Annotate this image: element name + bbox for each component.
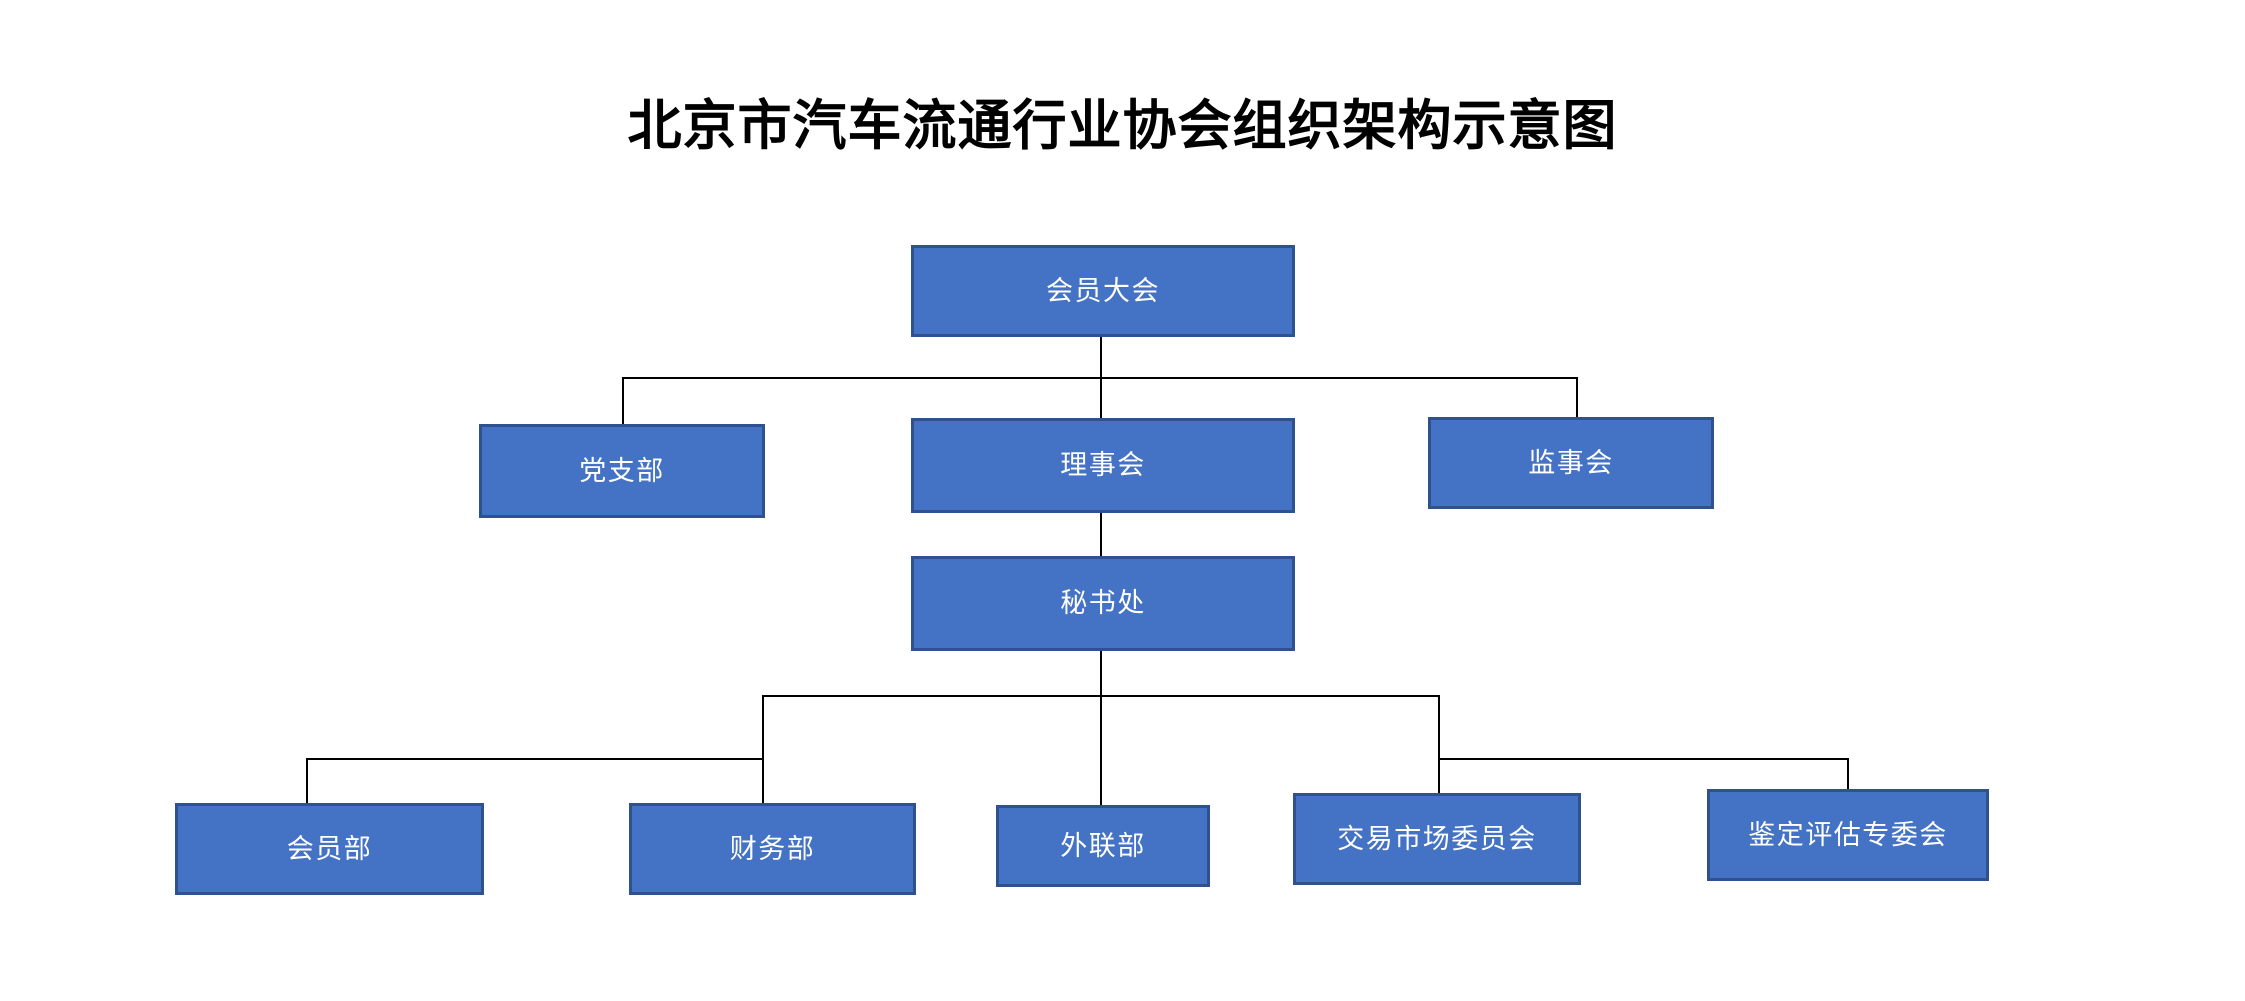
page-title: 北京市汽车流通行业协会组织架构示意图 — [627, 94, 1618, 157]
node-finance-dept[interactable]: 财务部 — [629, 803, 916, 895]
connector-tier4-outer-bus-right — [1438, 758, 1848, 760]
connector-drop-board-directors — [1100, 377, 1102, 419]
node-board-supervisors[interactable]: 监事会 — [1428, 417, 1714, 509]
connector-drop-board-supervisors — [1576, 377, 1578, 418]
node-liaison-dept[interactable]: 外联部 — [996, 805, 1210, 887]
node-membership-dept[interactable]: 会员部 — [175, 803, 484, 895]
connector-inner-left-riser — [762, 695, 764, 759]
connector-directors-to-secretariat — [1100, 513, 1102, 557]
node-board-directors[interactable]: 理事会 — [911, 418, 1295, 513]
node-label: 监事会 — [1528, 447, 1614, 478]
node-secretariat[interactable]: 秘书处 — [911, 556, 1295, 651]
connector-assembly-stem — [1100, 336, 1102, 378]
connector-tier4-outer-bus-left — [306, 758, 764, 760]
connector-drop-party-branch — [622, 377, 624, 425]
node-label: 财务部 — [729, 833, 816, 864]
connector-drop-membership-dept — [306, 758, 308, 804]
node-label: 会员大会 — [1046, 275, 1160, 306]
node-general-assembly[interactable]: 会员大会 — [911, 245, 1295, 337]
node-label: 党支部 — [579, 455, 665, 486]
connector-inner-right-riser — [1438, 695, 1440, 759]
connector-drop-appraisal-committee — [1847, 758, 1849, 794]
connector-secretariat-stem — [1100, 651, 1102, 696]
connector-drop-finance-dept — [762, 758, 764, 804]
node-label: 理事会 — [1060, 450, 1146, 481]
node-party-branch[interactable]: 党支部 — [479, 424, 765, 518]
node-label: 交易市场委员会 — [1337, 823, 1537, 854]
node-appraisal-committee[interactable]: 鉴定评估专委会 — [1707, 789, 1989, 881]
node-market-committee[interactable]: 交易市场委员会 — [1293, 793, 1581, 885]
node-label: 会员部 — [286, 833, 373, 864]
node-label: 鉴定评估专委会 — [1748, 819, 1948, 850]
connector-drop-market-committee — [1438, 758, 1440, 794]
connector-drop-liaison-dept — [1100, 695, 1102, 805]
node-label: 外联部 — [1060, 830, 1146, 861]
node-label: 秘书处 — [1060, 588, 1146, 619]
